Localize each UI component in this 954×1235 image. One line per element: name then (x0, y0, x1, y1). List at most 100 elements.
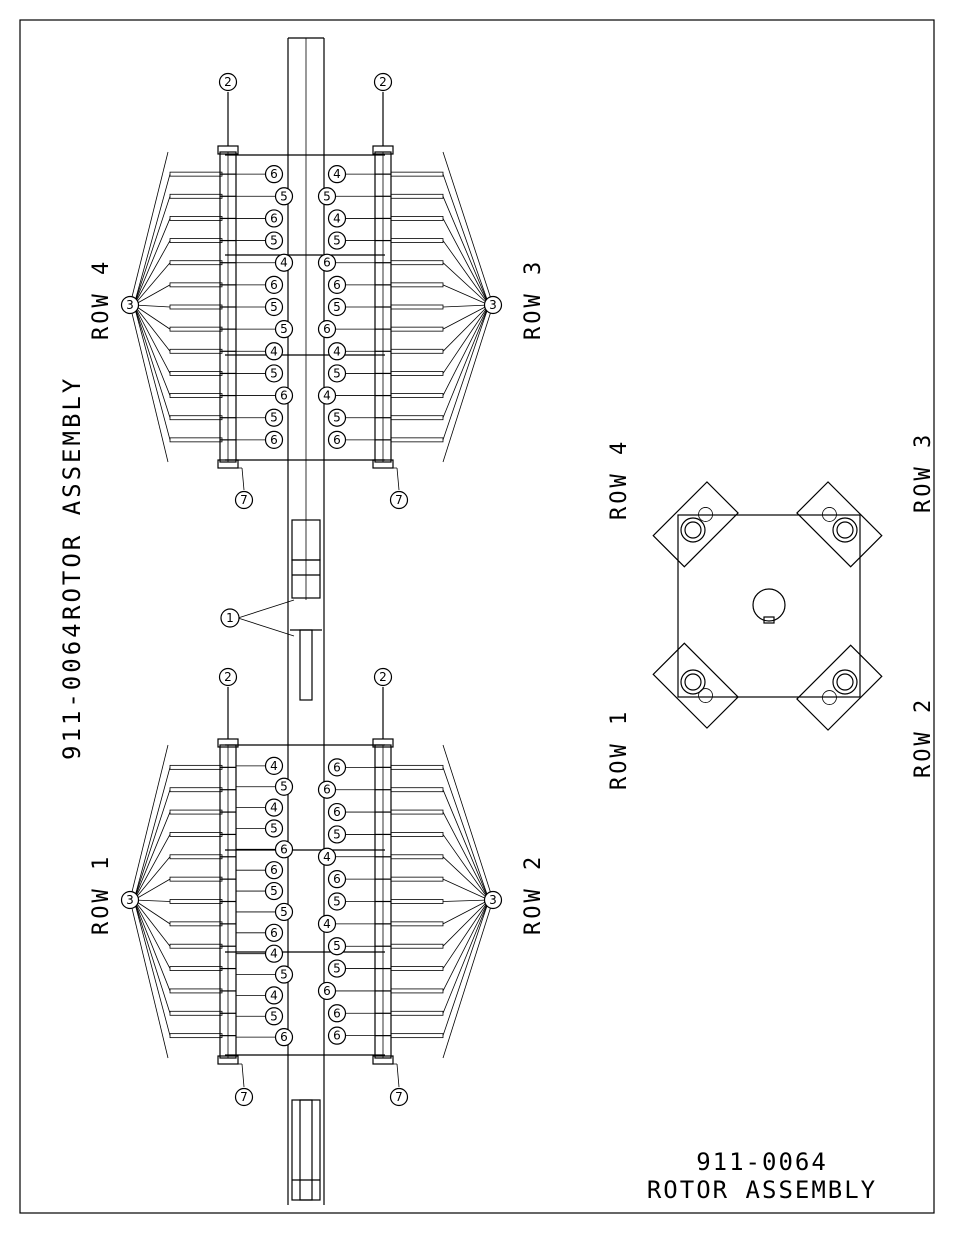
callout-7-row4: 7 (234, 490, 254, 510)
spacer-row3-5: 6 (327, 275, 347, 294)
side-title-part-number: 911-0064 (58, 620, 86, 760)
end-view (652, 481, 883, 731)
hammer-assemblies: 2736565465545656273454566564545627345456… (120, 72, 503, 1107)
side-title-name: ROTOR ASSEMBLY (58, 376, 86, 620)
svg-text:6: 6 (333, 872, 341, 886)
spacer-row2-12: 6 (327, 1026, 347, 1045)
svg-text:6: 6 (333, 1029, 341, 1043)
svg-text:7: 7 (395, 493, 403, 507)
spacer-row3-7: 6 (317, 320, 337, 339)
svg-text:2: 2 (379, 670, 387, 684)
svg-text:6: 6 (323, 322, 331, 336)
svg-text:4: 4 (270, 947, 278, 961)
svg-text:6: 6 (333, 760, 341, 774)
end-view-row1-label: ROW 1 (607, 709, 632, 790)
svg-text:5: 5 (333, 366, 341, 380)
spacer-row1-6: 5 (264, 881, 284, 901)
svg-text:4: 4 (333, 211, 341, 225)
callout-3-row3: 3 (483, 295, 503, 315)
svg-text:6: 6 (270, 926, 278, 940)
spacer-row4-10: 6 (274, 386, 294, 405)
spacer-row1-4: 6 (274, 840, 294, 859)
svg-text:7: 7 (240, 1090, 248, 1104)
callout-1-text: 1 (226, 611, 234, 625)
spacer-row1-9: 4 (264, 944, 284, 963)
spacer-row3-11: 5 (327, 408, 347, 427)
spacer-row1-3: 5 (264, 819, 284, 838)
svg-text:5: 5 (333, 411, 341, 425)
svg-text:6: 6 (323, 783, 331, 797)
spacer-row1-1: 5 (274, 777, 294, 796)
callout-2-row2: 2 (373, 667, 393, 687)
svg-text:4: 4 (280, 256, 288, 270)
svg-text:6: 6 (323, 256, 331, 270)
svg-text:7: 7 (395, 1090, 403, 1104)
callout-3-row1: 3 (120, 890, 140, 910)
spacer-row3-10: 4 (317, 386, 337, 405)
svg-text:6: 6 (280, 842, 288, 856)
svg-text:5: 5 (280, 322, 288, 336)
end-view-row3-label: ROW 3 (911, 432, 936, 513)
svg-text:5: 5 (333, 895, 341, 909)
spacer-row2-3: 5 (327, 825, 347, 844)
spacer-row3-3: 5 (327, 231, 347, 250)
svg-text:4: 4 (270, 801, 278, 815)
callout-3-row2: 3 (483, 890, 503, 910)
row1-label: ROW 1 (89, 854, 114, 935)
spacer-row2-1: 6 (317, 780, 337, 799)
svg-text:5: 5 (333, 962, 341, 976)
svg-text:6: 6 (270, 167, 278, 181)
spacer-row3-9: 5 (327, 364, 347, 383)
spacer-row3-0: 4 (327, 165, 347, 184)
spacer-row1-10: 5 (274, 965, 294, 984)
spacer-row1-7: 5 (274, 902, 294, 922)
spacer-row3-2: 4 (327, 209, 347, 228)
svg-text:5: 5 (270, 1009, 278, 1023)
svg-text:2: 2 (379, 75, 387, 89)
svg-text:6: 6 (323, 984, 331, 998)
callout-2-row3: 2 (373, 72, 393, 92)
spacer-row3-12: 6 (327, 430, 347, 449)
spacer-row2-4: 4 (317, 847, 337, 866)
spacer-row4-8: 4 (264, 342, 284, 361)
svg-text:5: 5 (333, 234, 341, 248)
svg-text:2: 2 (224, 670, 232, 684)
svg-text:3: 3 (126, 893, 134, 907)
callout-7-row3: 7 (389, 490, 409, 510)
svg-text:3: 3 (489, 893, 497, 907)
svg-text:6: 6 (333, 1006, 341, 1020)
shaft (287, 37, 325, 1205)
spacer-row4-2: 6 (264, 209, 284, 228)
spacer-row4-5: 6 (264, 275, 284, 294)
spacer-row1-8: 6 (264, 923, 284, 942)
spacer-row1-2: 4 (264, 798, 284, 817)
title-block-part-number: 911-0064 (696, 1148, 828, 1176)
svg-text:5: 5 (333, 300, 341, 314)
svg-text:5: 5 (270, 821, 278, 835)
svg-text:4: 4 (323, 850, 331, 864)
spacer-row1-13: 6 (274, 1028, 294, 1047)
spacer-row4-1: 5 (274, 187, 294, 206)
spacer-row2-9: 5 (327, 959, 347, 978)
spacer-row2-0: 6 (327, 758, 347, 777)
svg-text:6: 6 (333, 433, 341, 447)
svg-text:5: 5 (270, 411, 278, 425)
callout-1-shaft: 1 (220, 599, 295, 637)
svg-text:5: 5 (270, 366, 278, 380)
spacer-row2-5: 6 (327, 870, 347, 889)
spacer-row2-6: 5 (327, 892, 347, 911)
drawing-border (19, 19, 935, 1214)
spacer-row4-11: 5 (264, 408, 284, 427)
svg-text:4: 4 (323, 917, 331, 931)
callout-2-row4: 2 (218, 72, 238, 92)
spacer-row4-6: 5 (264, 297, 284, 317)
spacer-row1-12: 5 (264, 1007, 284, 1026)
spacer-row4-3: 5 (264, 231, 284, 250)
spacer-row2-10: 6 (317, 981, 337, 1001)
svg-text:5: 5 (280, 905, 288, 919)
spacer-row2-11: 6 (327, 1004, 347, 1023)
svg-text:6: 6 (280, 1030, 288, 1044)
